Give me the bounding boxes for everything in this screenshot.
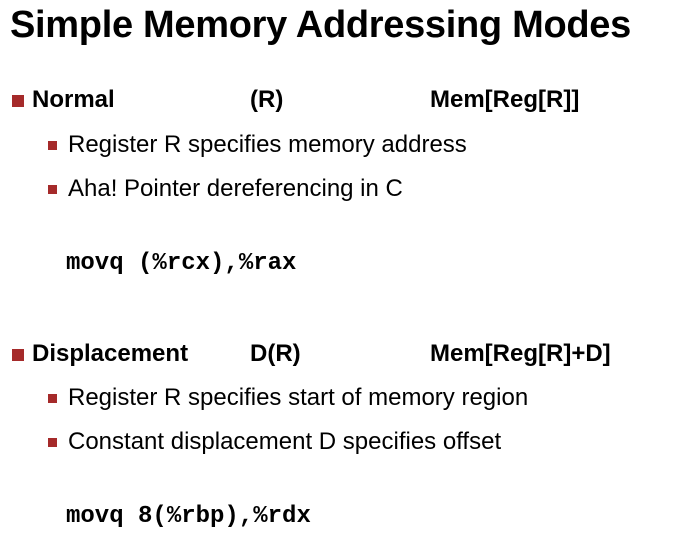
bullet-square — [48, 185, 57, 194]
mode-semantics: Mem[Reg[R]] — [430, 86, 580, 113]
bullet-square — [48, 438, 57, 447]
code-example: movq 8(%rbp),%rdx — [66, 503, 311, 530]
bullet-square — [48, 394, 57, 403]
sub-bullet-text: Aha! Pointer dereferencing in C — [68, 175, 403, 202]
bullet-square — [12, 95, 24, 107]
mode-semantics: Mem[Reg[R]+D] — [430, 340, 611, 367]
bullet-square — [48, 141, 57, 150]
mode-name: Normal — [32, 86, 115, 113]
slide-title: Simple Memory Addressing Modes — [10, 4, 631, 46]
mode-syntax: (R) — [250, 86, 284, 113]
mode-syntax: D(R) — [250, 340, 301, 367]
mode-name: Displacement — [32, 340, 189, 367]
bullet-square — [12, 349, 24, 361]
sub-bullet-text: Constant displacement D specifies offset — [68, 428, 502, 455]
sub-bullet-text: Register R specifies memory address — [68, 131, 467, 158]
sub-bullet-text: Register R specifies start of memory reg… — [68, 384, 529, 411]
code-example: movq (%rcx),%rax — [66, 250, 297, 277]
